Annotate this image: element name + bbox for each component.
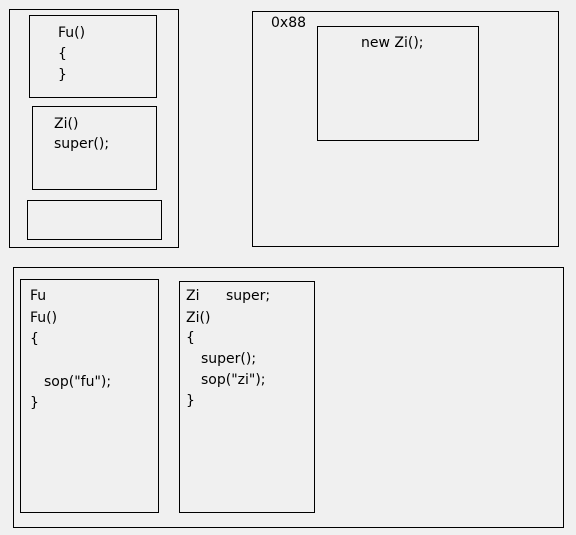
zi-super-field: super; [226,288,271,304]
zi-constructor-sop: sop("zi"); [201,372,266,388]
method-area-region [13,267,564,528]
fu-constructor-close-brace: } [30,395,39,411]
fu-frame-open-brace: { [58,46,67,62]
zi-stack-frame [32,106,157,190]
zi-constructor-open-brace: { [186,330,195,346]
fu-frame-close-brace: } [58,67,67,83]
fu-constructor-signature: Fu() [30,310,58,326]
zi-object-box [317,26,479,141]
zi-constructor-super-call: super(); [201,351,257,367]
zi-class-box [179,281,315,513]
fu-stack-frame [29,15,157,98]
zi-constructor-signature: Zi() [186,310,211,326]
fu-class-name: Fu [30,288,47,304]
stack-region [9,9,179,248]
fu-constructor-sop: sop("fu"); [44,374,112,390]
heap-address-label: 0x88 [271,15,307,31]
fu-class-box [20,279,159,513]
empty-stack-frame [27,200,162,240]
fu-frame-signature: Fu() [58,25,86,41]
fu-constructor-open-brace: { [30,331,39,347]
heap-region [252,11,559,247]
zi-object-label: new Zi(); [361,35,424,51]
zi-frame-super-call: super(); [54,136,110,152]
zi-constructor-close-brace: } [186,393,195,409]
zi-class-name: Zi [186,288,200,304]
zi-frame-signature: Zi() [54,116,79,132]
